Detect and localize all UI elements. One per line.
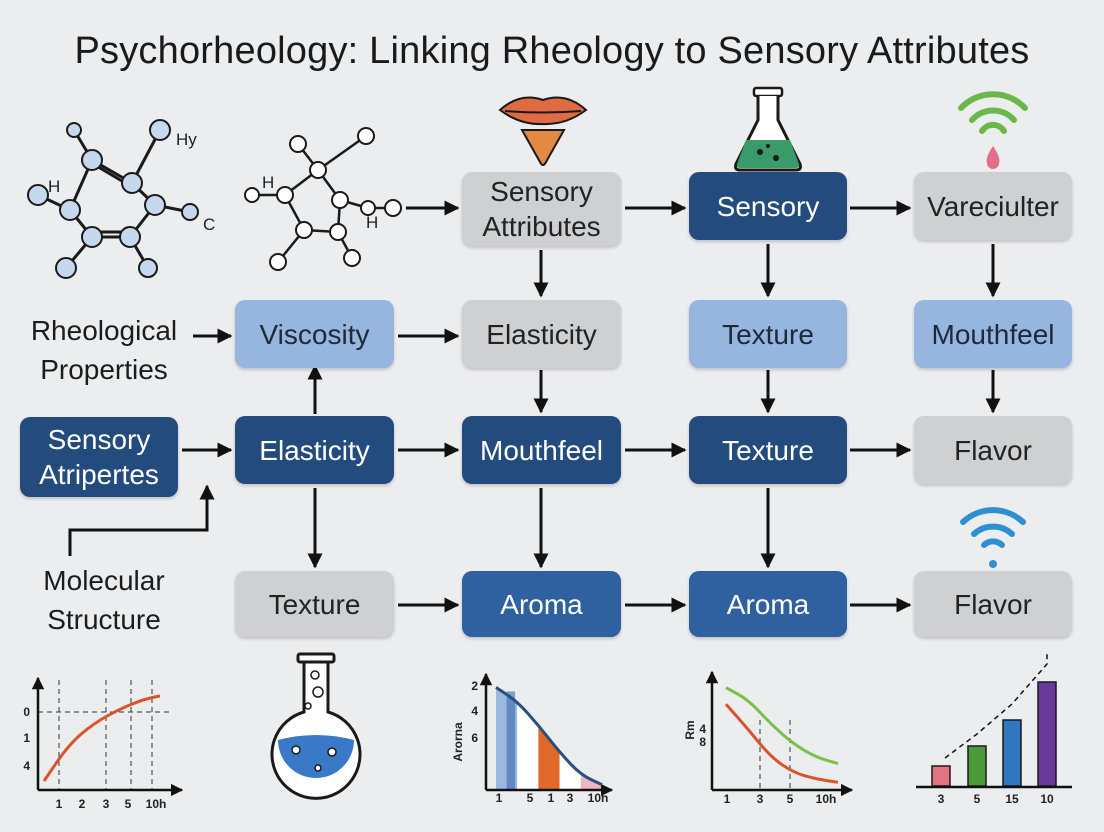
chart-4-bar — [967, 745, 987, 787]
chart-line-1: 1 2 3 5 10h 0 1 4 — [23, 676, 184, 811]
chart-1-ytick: 0 — [23, 705, 30, 719]
chart-3-xtick: 1 — [724, 792, 731, 806]
chart-2-area-band — [538, 725, 560, 790]
node-elasticity: Elasticity — [235, 416, 394, 484]
node-mouthfeel: Mouthfeel — [914, 300, 1072, 368]
chart-4-xtick: 3 — [938, 792, 945, 806]
chart-4-bar — [1002, 719, 1022, 787]
node-vareciulter: Vareciulter — [914, 172, 1072, 240]
flask-icon — [734, 86, 802, 172]
node-texture: Texture — [235, 571, 394, 637]
round-flask-icon — [270, 652, 362, 800]
label-molecular-structure: Molecular Structure — [43, 565, 165, 635]
node-sensory-attributes: Sensory Attributes — [462, 172, 621, 246]
wifi-drop-icon — [958, 91, 1028, 169]
node-texture: Texture — [689, 300, 847, 368]
chart-3-ylabel: Rm — [683, 720, 697, 739]
chart-1-xtick: 2 — [79, 797, 86, 811]
chart-2-ytick: 6 — [471, 731, 478, 745]
molecule-label-h: H — [262, 173, 274, 192]
molecule-label-c: C — [203, 215, 215, 234]
node-viscosity: Viscosity — [235, 300, 394, 368]
chart-4-xtick: 15 — [1005, 792, 1019, 806]
node-sensory: Sensory — [689, 172, 847, 240]
chart-3-xtick: 10h — [816, 792, 837, 806]
chart-2-ytick: 2 — [471, 679, 478, 693]
node-flavor: Flavor — [914, 571, 1072, 637]
chart-line-3: 1 3 5 10h 48 Rm — [683, 670, 854, 806]
label-rheological-properties: Rheological Properties — [30, 315, 178, 385]
chart-3-xtick: 5 — [787, 792, 794, 806]
chart-4-bar — [931, 765, 951, 787]
molecule-1-icon — [27, 119, 199, 279]
chart-2-ytick: 4 — [471, 704, 478, 718]
node-mouthfeel: Mouthfeel — [462, 416, 621, 484]
node-texture: Texture — [689, 416, 847, 484]
chart-4-xtick: 10 — [1040, 792, 1054, 806]
chart-2-xtick: 1 — [496, 791, 503, 805]
chart-2-area-band — [559, 752, 581, 790]
node-aroma: Aroma — [462, 571, 621, 637]
chart-1-xtick: 3 — [103, 797, 110, 811]
node-elasticity: Elasticity — [462, 300, 621, 368]
chart-3-xtick: 3 — [757, 792, 764, 806]
chart-2-xtick: 1 — [548, 791, 555, 805]
chart-2-area-band — [506, 691, 516, 790]
chart-4-bar — [1037, 681, 1057, 787]
molecule-label-h: H — [366, 213, 378, 232]
chart-1-ytick: 4 — [23, 759, 30, 773]
chart-2-xtick: 5 — [527, 791, 534, 805]
molecule-label-hy: Hy — [176, 130, 197, 149]
lips-icon — [498, 96, 588, 166]
chart-1-xtick: 1 — [56, 797, 63, 811]
chart-bar-4: 3 5 15 10 — [916, 652, 1072, 806]
node-aroma: Aroma — [689, 571, 847, 637]
chart-2-area-band — [580, 774, 602, 790]
chart-4-xtick: 5 — [974, 792, 981, 806]
node-flavor: Flavor — [914, 416, 1072, 484]
flow-arrows — [68, 200, 1001, 613]
molecule-label-h: H — [48, 177, 60, 196]
molecule-2-icon — [244, 127, 402, 271]
chart-2-xtick: 3 — [567, 791, 574, 805]
chart-2-area-band — [517, 701, 539, 790]
node-sensory-atripertes: Sensory Atripertes — [20, 417, 178, 497]
chart-1-xtick: 5 — [125, 797, 132, 811]
chart-1-ytick: 1 — [23, 731, 30, 745]
chart-1-xtick: 10h — [146, 797, 167, 811]
chart-2-ylabel: Arorna — [451, 722, 465, 762]
chart-2-xtick: 10h — [588, 791, 609, 805]
chart-3-ytick: 8 — [699, 735, 706, 749]
wifi-icon — [960, 507, 1026, 568]
page-title: Psychorheology: Linking Rheology to Sens… — [74, 30, 1030, 72]
chart-3-ytick: 4 — [699, 722, 706, 736]
